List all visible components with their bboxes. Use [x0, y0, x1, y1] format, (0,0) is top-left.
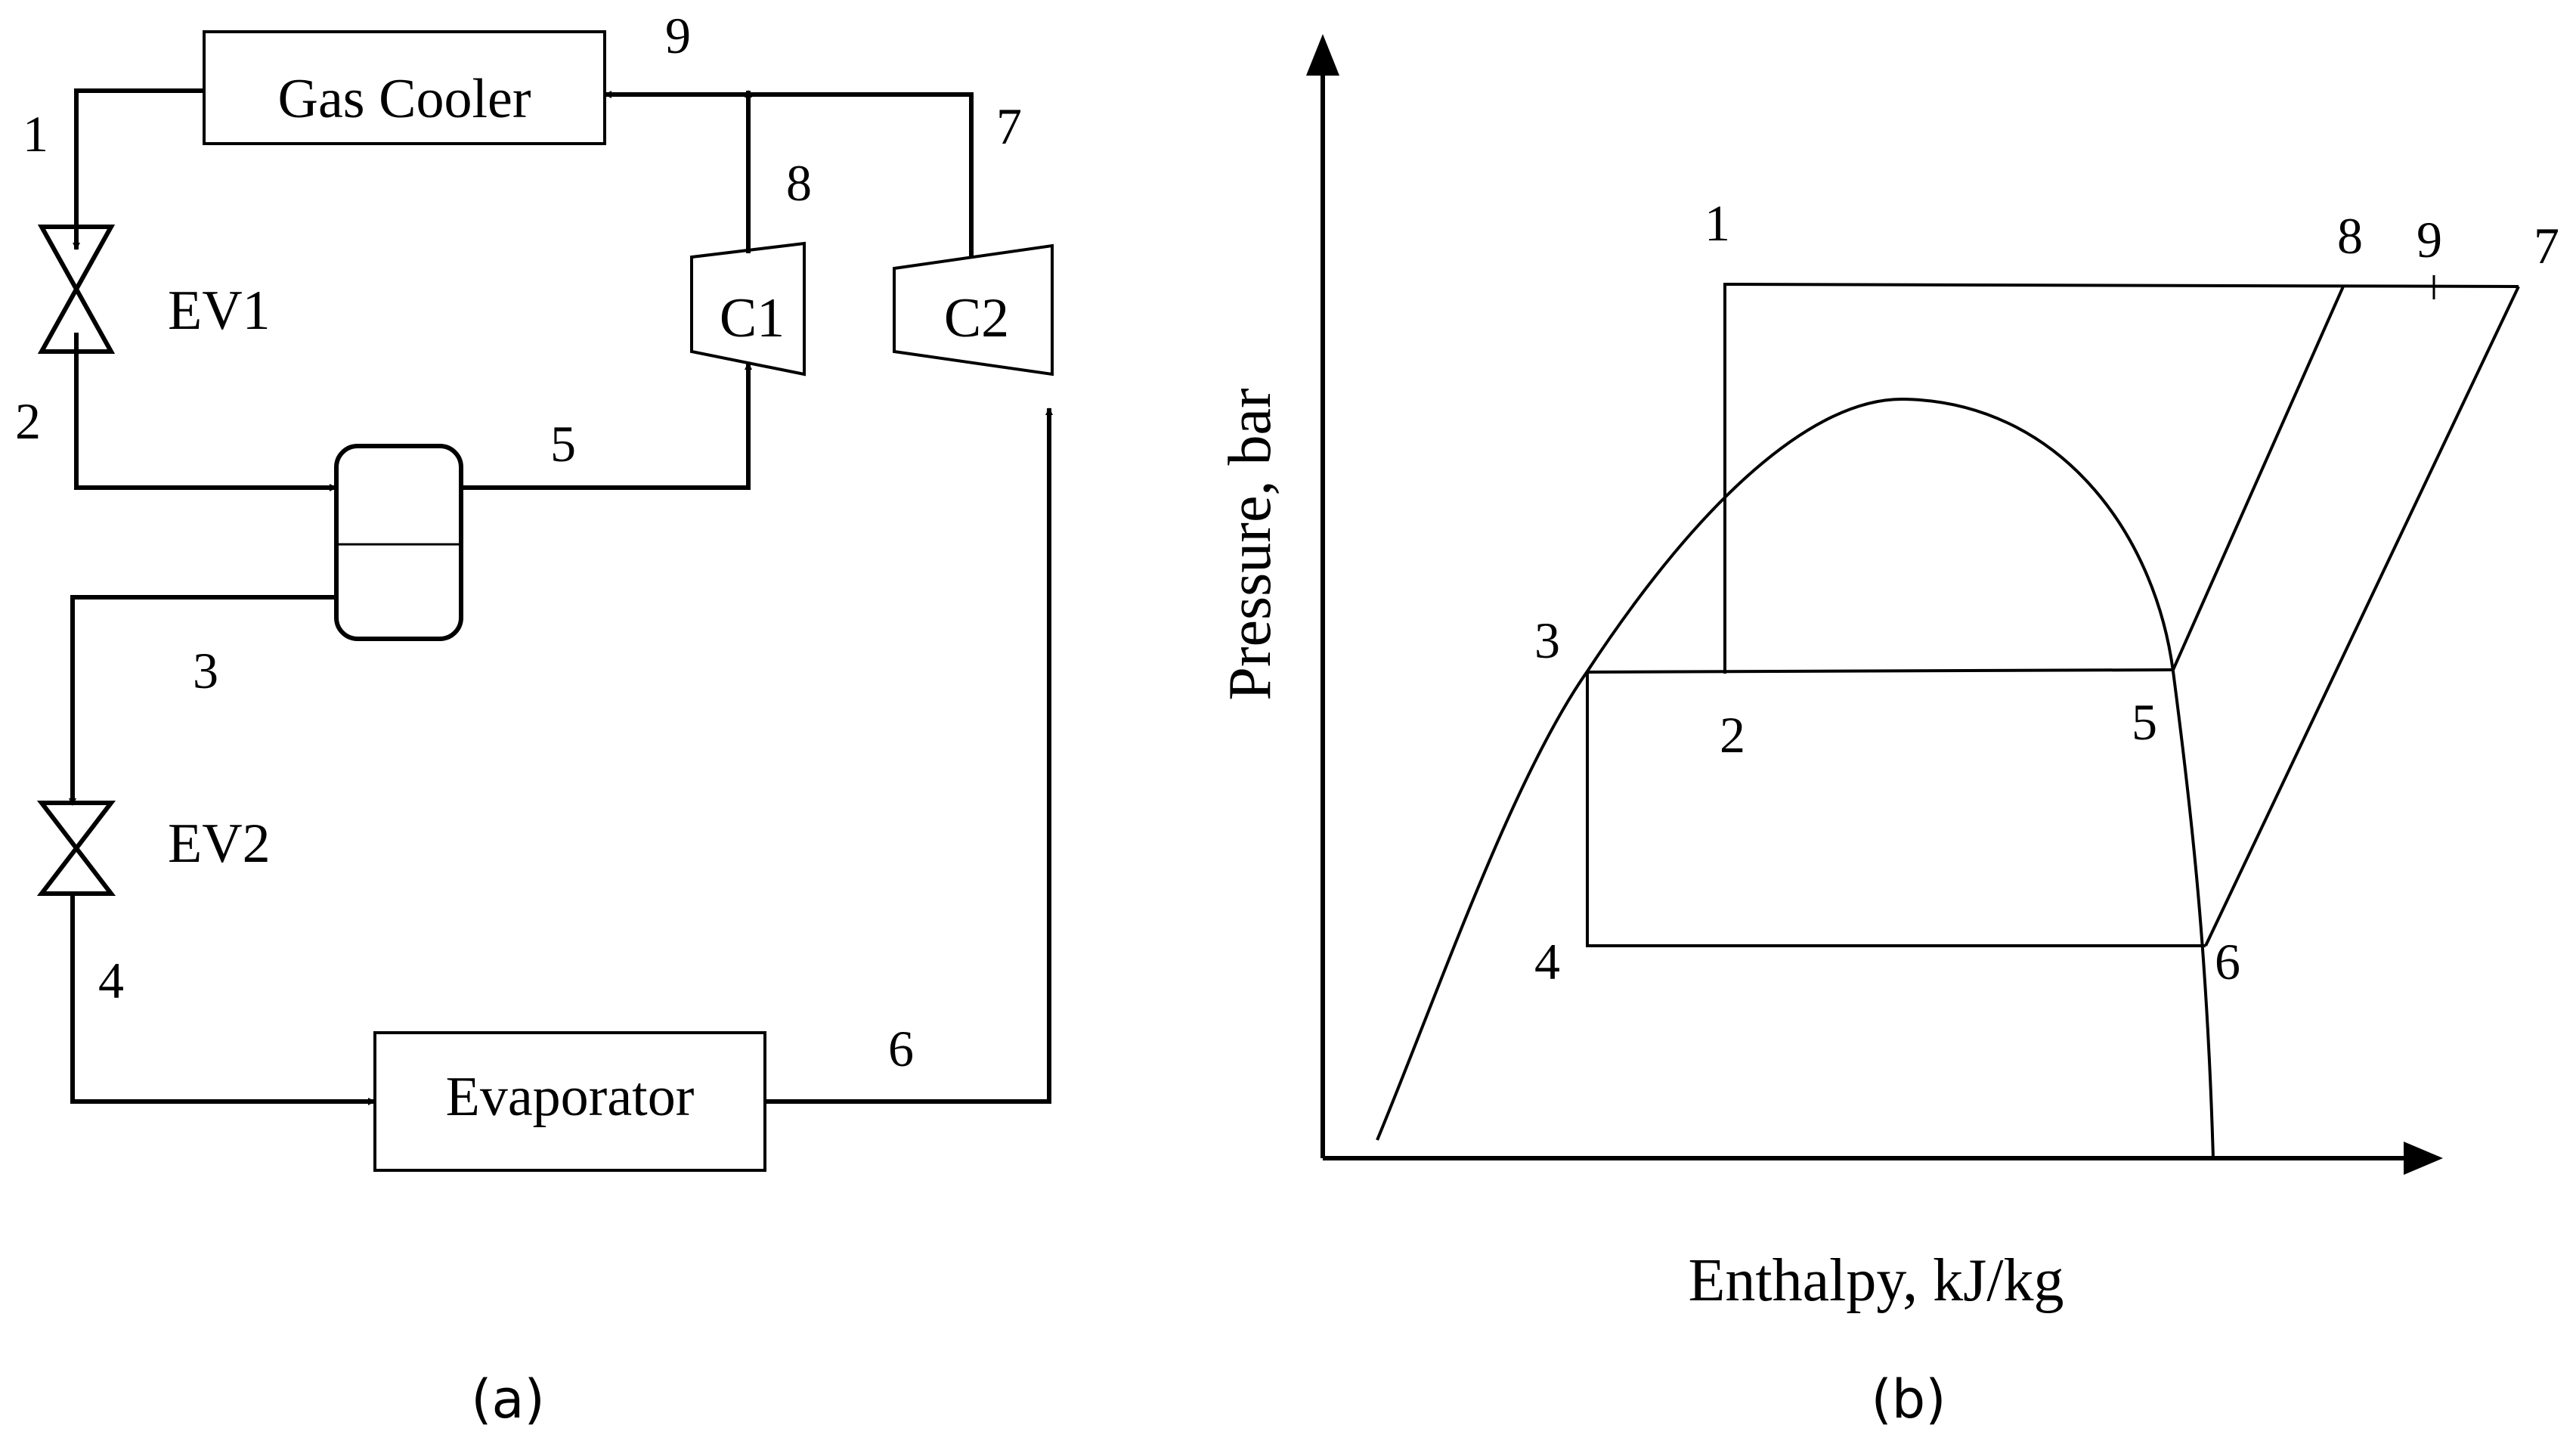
cycle-schematic	[36, 30, 1054, 1172]
x-axis-label: Enthalpy, kJ/kg	[1689, 1247, 2064, 1314]
gas-cooler-box	[203, 30, 606, 145]
ph-point-7: 7	[2534, 217, 2559, 274]
c1-label: C1	[720, 287, 785, 349]
ph-line-5-8	[2172, 286, 2345, 671]
expansion-valve-ev1	[37, 225, 116, 354]
ev1-label: EV1	[168, 280, 271, 342]
line-7	[604, 91, 974, 257]
flash-tank	[334, 444, 463, 641]
y-axis-arrowhead	[1306, 34, 1339, 76]
ph-point-2: 2	[1720, 706, 1745, 764]
saturation-dome	[1376, 397, 2215, 1159]
line-1	[73, 88, 204, 250]
compressor-c2	[893, 243, 1054, 376]
y-axis-label: Pressure, bar	[1217, 388, 1283, 700]
ph-line-3-5	[1587, 668, 2174, 674]
ph-point-3: 3	[1534, 612, 1560, 669]
evaporator-label: Evaporator	[446, 1066, 695, 1128]
ph-point-9: 9	[2417, 211, 2442, 268]
cycle-labels: Gas Cooler Evaporator EV1 EV2 C1 C2 1 2 …	[15, 7, 1022, 1430]
compressor-c1	[690, 241, 806, 376]
line-3	[69, 595, 336, 806]
expansion-valve-ev2	[36, 801, 116, 896]
caption-a: (a)	[471, 1368, 545, 1430]
ph-line-3-4-6	[1586, 672, 2206, 947]
ph-diagram	[1306, 34, 2520, 1175]
ph-labels: Enthalpy, kJ/kg Pressure, bar 1 2 3 4 5 …	[1217, 194, 2559, 1430]
ev2-label: EV2	[168, 813, 271, 875]
ph-cycle-line-1-7	[1723, 282, 2519, 674]
caption-b: (b)	[1871, 1368, 1946, 1430]
cycle-point-8: 8	[786, 154, 812, 212]
c2-label: C2	[944, 287, 1009, 349]
line-4	[70, 894, 376, 1105]
cycle-point-3: 3	[193, 642, 218, 699]
gas-cooler-label: Gas Cooler	[278, 68, 531, 130]
cycle-point-1: 1	[23, 105, 48, 163]
ph-point-6: 6	[2215, 933, 2240, 990]
cycle-point-7: 7	[996, 98, 1022, 155]
ph-point-4: 4	[1534, 933, 1560, 990]
line-5	[461, 362, 752, 490]
cycle-point-9: 9	[665, 7, 691, 64]
cycle-point-5: 5	[550, 415, 576, 473]
cycle-point-2: 2	[15, 392, 41, 450]
ph-point-1: 1	[1704, 194, 1730, 252]
line-2	[74, 333, 337, 491]
x-axis-arrowhead	[2404, 1142, 2443, 1175]
line-6	[765, 407, 1053, 1104]
cycle-point-6: 6	[888, 1020, 914, 1077]
ph-line-6-7	[2204, 286, 2520, 947]
cycle-point-4: 4	[98, 952, 124, 1009]
ph-point-8: 8	[2337, 207, 2363, 265]
ph-point-5: 5	[2132, 693, 2157, 751]
